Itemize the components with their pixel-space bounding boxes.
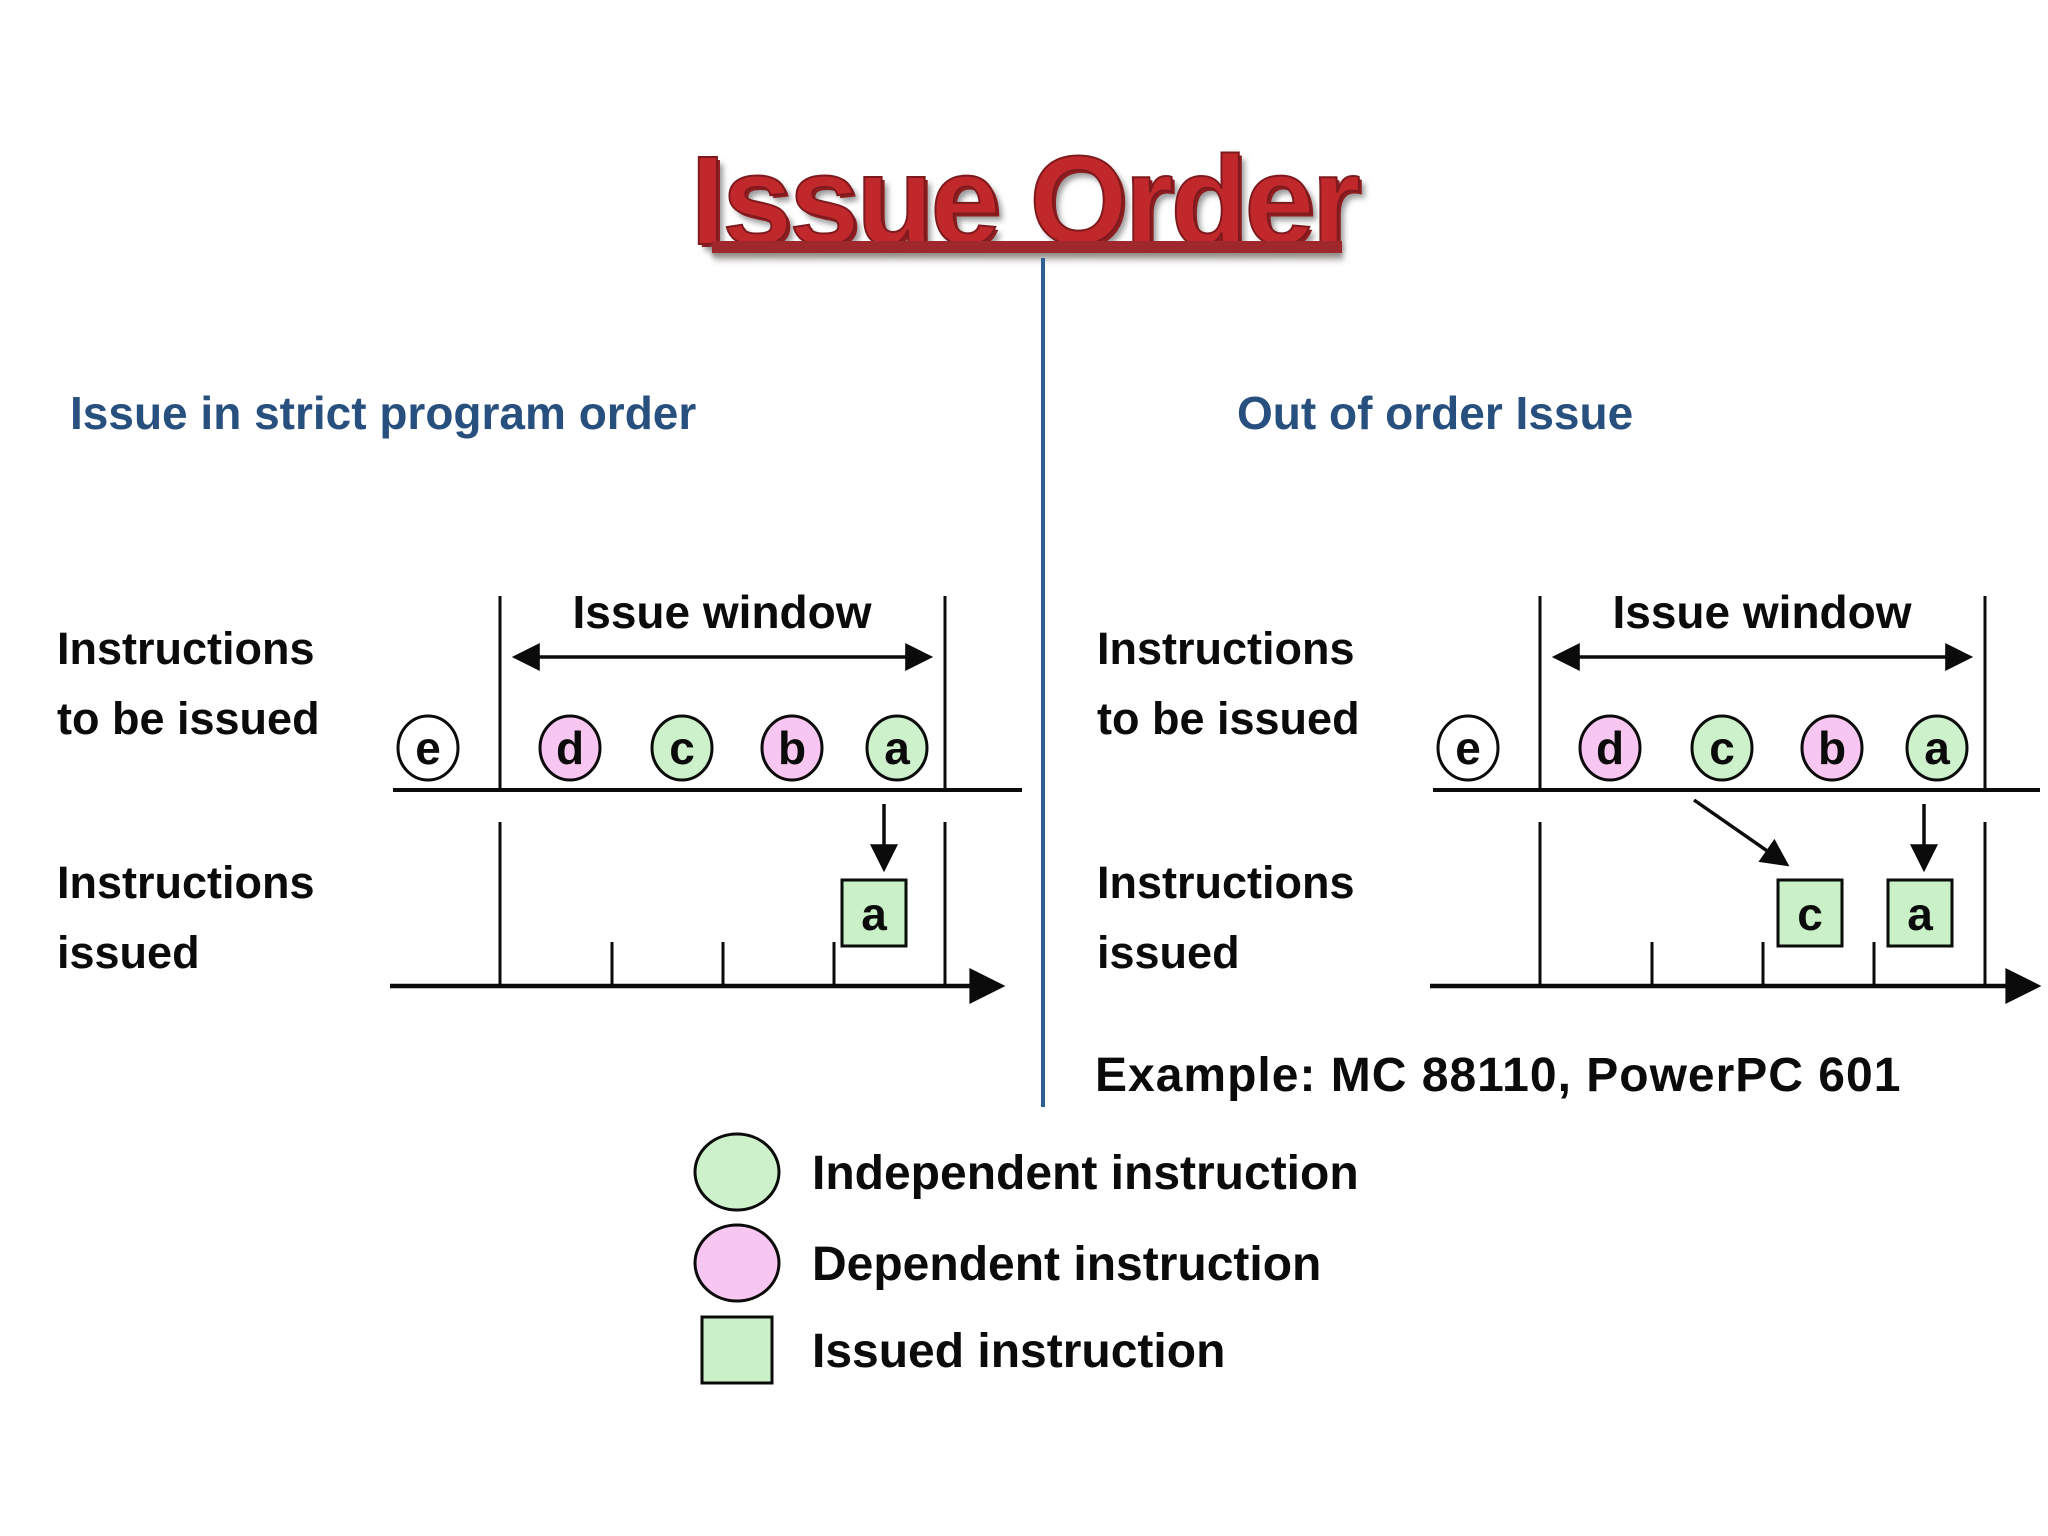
right-issued-label-line2: issued — [1097, 927, 1240, 978]
left-queue-letter-b: b — [778, 722, 806, 774]
left-queue-letter-e: e — [415, 722, 441, 774]
right-pending-label-line2: to be issued — [1097, 693, 1360, 744]
right-queue-letter-e: e — [1455, 722, 1481, 774]
legend-issued-square — [700, 1315, 774, 1385]
right-panel-diagram: Issue window Instructions to be issued e… — [1097, 586, 2042, 1004]
right-issued-letter-a: a — [1907, 888, 1933, 940]
left-pending-label-line1: Instructions — [57, 623, 315, 674]
right-queue-circle-e — [1436, 714, 1500, 782]
right-queue-letter-a: a — [1924, 722, 1950, 774]
center-divider-line — [1041, 258, 1045, 1107]
legend: Independent instruction Dependent instru… — [693, 1132, 1359, 1385]
right-issued-label-line1: Instructions — [1097, 857, 1355, 908]
right-queue-circle-d — [1578, 714, 1642, 782]
left-issued-letter-a: a — [861, 888, 887, 940]
left-panel-heading: Issue in strict program order — [70, 387, 697, 439]
left-issued-label-line1: Instructions — [57, 857, 315, 908]
title-underline — [712, 241, 1342, 253]
legend-dependent-label: Dependent instruction — [812, 1238, 1321, 1291]
right-queue-circle-b — [1800, 714, 1864, 782]
right-issue-arrow-c — [1693, 798, 1790, 867]
right-issued-letter-c: c — [1797, 888, 1823, 940]
left-queue-circle-c — [650, 714, 714, 782]
right-panel-heading: Out of order Issue — [1237, 387, 1634, 439]
legend-independent-circle — [693, 1132, 781, 1212]
right-issue-window-label: Issue window — [1612, 586, 1911, 638]
right-queue-letter-d: d — [1596, 722, 1624, 774]
example-text: Example: MC 88110, PowerPC 601 — [1095, 1049, 1902, 1102]
legend-dependent-circle — [693, 1223, 781, 1303]
legend-independent-label: Independent instruction — [812, 1147, 1359, 1200]
right-queue-circle-c — [1690, 714, 1754, 782]
left-queue-circle-d — [538, 714, 602, 782]
left-issued-label-line2: issued — [57, 927, 200, 978]
right-issued-square-a — [1886, 878, 1954, 948]
legend-issued-label: Issued instruction — [812, 1325, 1225, 1378]
left-issue-window-label: Issue window — [572, 586, 871, 638]
left-issued-square-a — [840, 878, 908, 948]
left-queue-circle-b — [760, 714, 824, 782]
left-queue-circle-e — [396, 714, 460, 782]
left-queue-letter-a: a — [884, 722, 910, 774]
right-queue-letter-c: c — [1709, 722, 1735, 774]
left-panel-diagram: Issue window Instructions to be issued e… — [57, 586, 1022, 1004]
right-pending-label-line1: Instructions — [1097, 623, 1355, 674]
left-queue-letter-c: c — [669, 722, 695, 774]
right-queue-letter-b: b — [1818, 722, 1846, 774]
left-queue-circle-a — [865, 714, 929, 782]
left-pending-label-line2: to be issued — [57, 693, 320, 744]
right-queue-circle-a — [1905, 714, 1969, 782]
left-queue-letter-d: d — [556, 722, 584, 774]
right-issued-square-c — [1776, 878, 1844, 948]
